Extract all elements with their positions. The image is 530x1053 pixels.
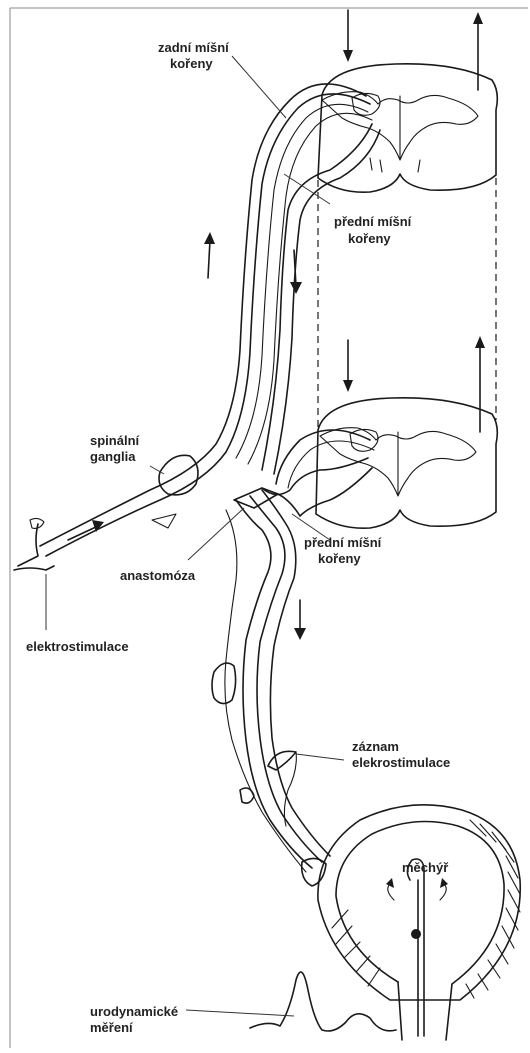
label-dorsal-roots-1: zadní míšní xyxy=(158,40,229,55)
label-spinal-ganglia-2: ganglia xyxy=(90,449,136,464)
label-electrostimulation: elektrostimulace xyxy=(26,639,129,654)
label-dorsal-roots-2: kořeny xyxy=(170,56,213,71)
label-anastomosis: anastomóza xyxy=(120,568,196,583)
label-ventral-roots-upper-2: kořeny xyxy=(348,231,391,246)
label-ventral-roots-lower-2: kořeny xyxy=(318,551,361,566)
label-urodynamics-2: měření xyxy=(90,1020,133,1035)
label-ventral-roots-upper-1: přední míšní xyxy=(334,214,412,229)
label-recording-2: elekrostimulace xyxy=(352,755,450,770)
label-ventral-roots-lower-1: přední míšní xyxy=(304,535,382,550)
label-urodynamics-1: urodynamické xyxy=(90,1004,178,1019)
label-bladder: měchýř xyxy=(402,860,449,875)
label-recording-1: záznam xyxy=(352,739,399,754)
label-spinal-ganglia-1: spinální xyxy=(90,433,140,448)
